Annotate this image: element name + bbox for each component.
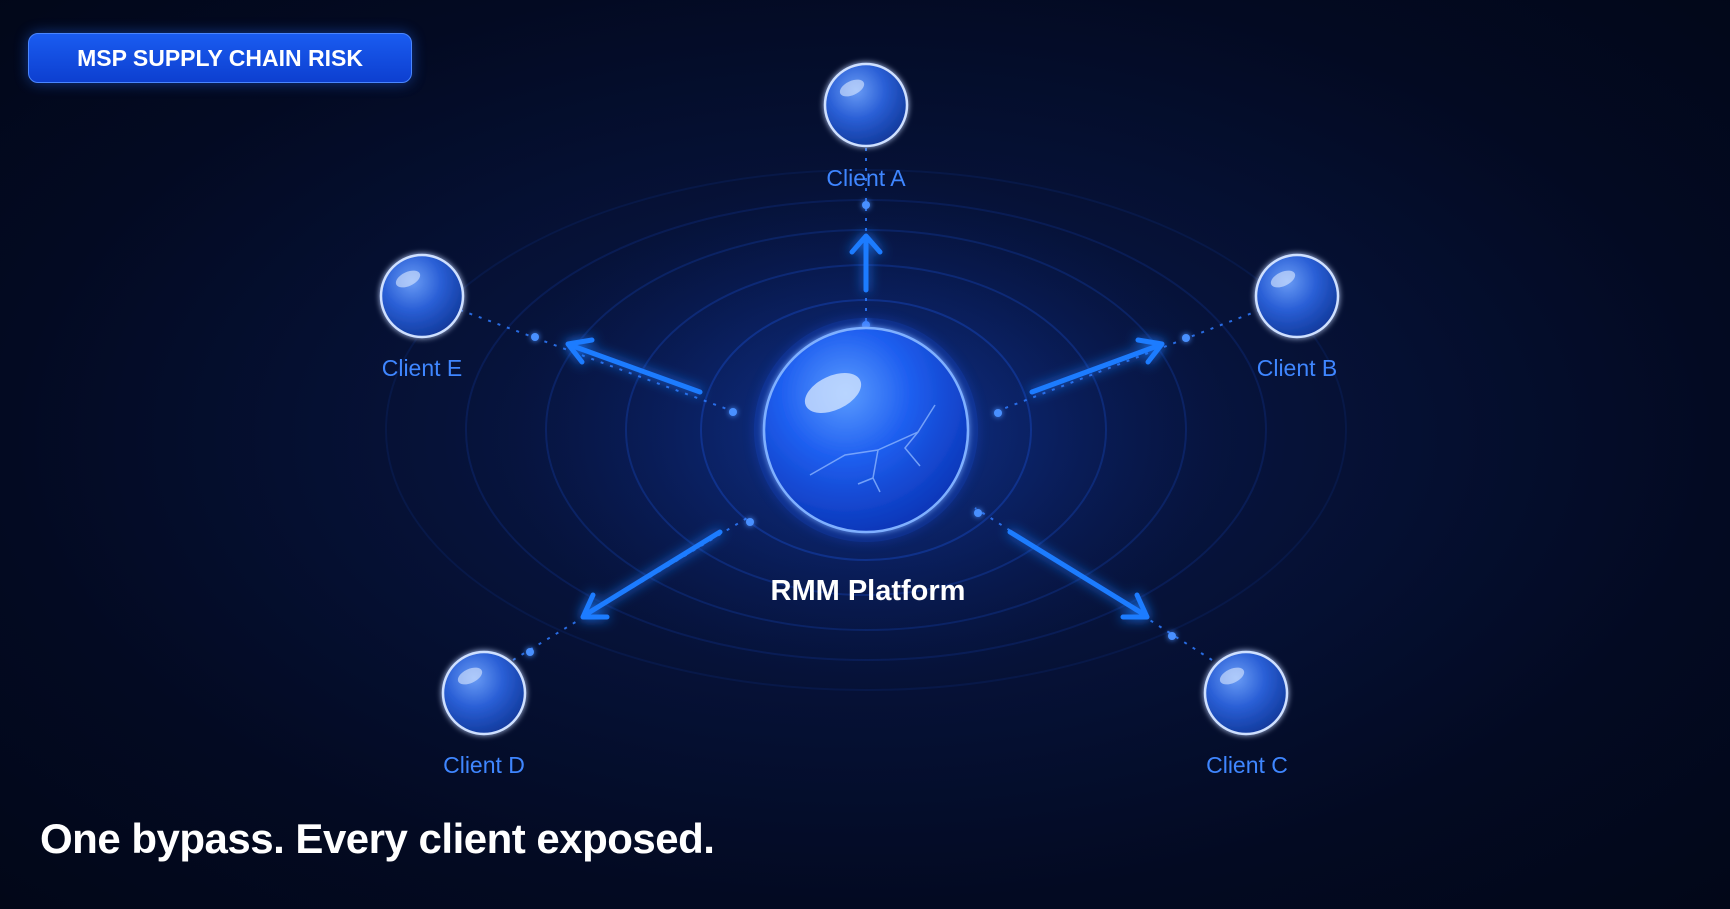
arrow-to-client-c (1007, 529, 1150, 620)
connector-dots (526, 201, 1190, 656)
connector-dot (1168, 632, 1176, 640)
connector-dot (746, 518, 754, 526)
arrow-to-client-a (849, 233, 883, 293)
client-label-c: Client C (1206, 752, 1288, 778)
client-node-d (441, 650, 527, 736)
arrow-to-client-e (565, 337, 703, 395)
connector-dot (862, 201, 870, 209)
connector-b (994, 309, 1261, 413)
client-label-d: Client D (443, 752, 525, 778)
arrow-to-client-b (1029, 337, 1165, 395)
client-node-b (1254, 253, 1340, 339)
connector-dot (974, 509, 982, 517)
connector-dot (994, 409, 1002, 417)
rmm-platform-node (754, 318, 978, 542)
connector-dot (729, 408, 737, 416)
client-label-e: Client E (382, 355, 463, 381)
client-node-c (1203, 650, 1289, 736)
headline: One bypass. Every client exposed. (40, 815, 715, 862)
crack-icon (809, 404, 936, 493)
connector-dot (526, 648, 534, 656)
arrow-to-client-d (580, 529, 723, 620)
client-node-e (379, 253, 465, 339)
client-label-a: Client A (826, 165, 906, 191)
category-badge: MSP SUPPLY CHAIN RISK (28, 33, 412, 83)
connector-dot (1182, 334, 1190, 342)
arrows (565, 233, 1165, 620)
rmm-platform-label: RMM Platform (771, 575, 966, 607)
client-node-a (823, 62, 909, 148)
connector-dot (531, 333, 539, 341)
client-label-b: Client B (1257, 355, 1338, 381)
